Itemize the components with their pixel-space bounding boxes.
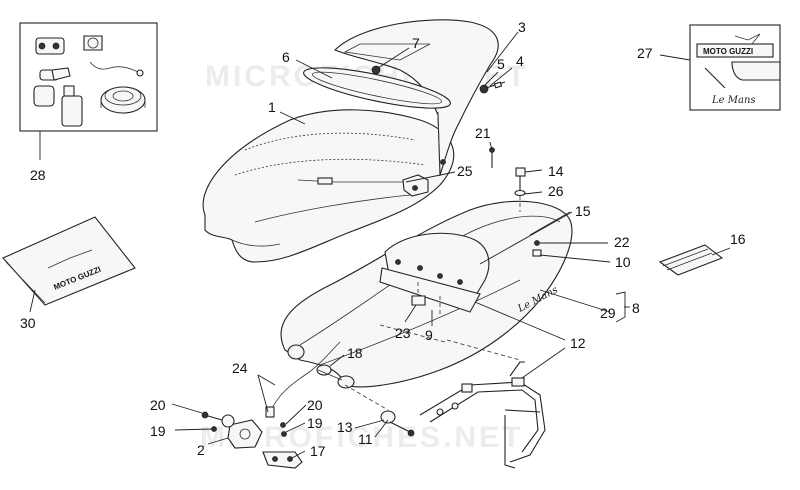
callout-4: 4 [516, 53, 524, 69]
callout-19-left: 19 [150, 423, 166, 439]
callout-1: 1 [268, 99, 276, 115]
decal-sheet [658, 244, 724, 276]
ignition-kit-box [19, 22, 158, 132]
screw-4-5 [479, 81, 506, 94]
callout-13: 13 [337, 419, 353, 435]
leader-lines [29, 31, 731, 459]
callout-8: 8 [632, 300, 640, 316]
callout-12: 12 [570, 335, 586, 351]
callout-19-right: 19 [307, 415, 323, 431]
bush-13-screw-11 [344, 384, 415, 437]
callout-9: 9 [425, 327, 433, 343]
callout-2: 2 [197, 442, 205, 458]
callout-20-right: 20 [307, 397, 323, 413]
callout-15: 15 [575, 203, 591, 219]
callout-30: 30 [20, 315, 36, 331]
callout-17: 17 [310, 443, 326, 459]
callout-6: 6 [282, 49, 290, 65]
support-bracket [379, 232, 490, 313]
callout-22: 22 [614, 234, 630, 250]
callout-18: 18 [347, 345, 363, 361]
callout-25: 25 [457, 163, 473, 179]
le-mans-script: Le Mans [711, 95, 756, 106]
callout-28: 28 [30, 167, 46, 183]
seat-bag: MOTO GUZZI [2, 216, 136, 306]
gasket [303, 67, 451, 109]
lock-cable [297, 179, 410, 183]
callout-3: 3 [518, 19, 526, 35]
callout-23: 23 [395, 325, 411, 341]
callout-27: 27 [637, 45, 653, 61]
callout-5: 5 [497, 56, 505, 72]
callout-16: 16 [730, 231, 746, 247]
lock-bracket [262, 451, 303, 469]
callout-24: 24 [232, 360, 248, 376]
rear-frame [419, 361, 546, 469]
release-cable [269, 341, 341, 413]
decal-card: MOTO GUZZI Le Mans [689, 24, 781, 111]
callout-11: 11 [358, 431, 373, 447]
callout-14: 14 [548, 163, 564, 179]
callout-7: 7 [412, 35, 420, 51]
callout-26: 26 [548, 183, 564, 199]
seat-latch [402, 174, 429, 197]
seat-cover [334, 19, 499, 177]
callout-21: 21 [475, 125, 491, 141]
bumper-18 [316, 364, 343, 381]
callout-29: 29 [600, 305, 616, 321]
screw-20-washer-19 [201, 411, 287, 437]
screw-22-bush-10 [532, 240, 542, 257]
screw-14-washer-26 [514, 167, 526, 212]
callout-numbers: 1 2 3 4 5 6 7 8 9 10 11 12 13 14 15 16 1… [20, 19, 746, 459]
moto-guzzi-badge: MOTO GUZZI [703, 47, 753, 56]
bush-23 [411, 295, 426, 306]
callout-20-left: 20 [150, 397, 166, 413]
callout-10: 10 [615, 254, 631, 270]
seat [202, 109, 455, 263]
